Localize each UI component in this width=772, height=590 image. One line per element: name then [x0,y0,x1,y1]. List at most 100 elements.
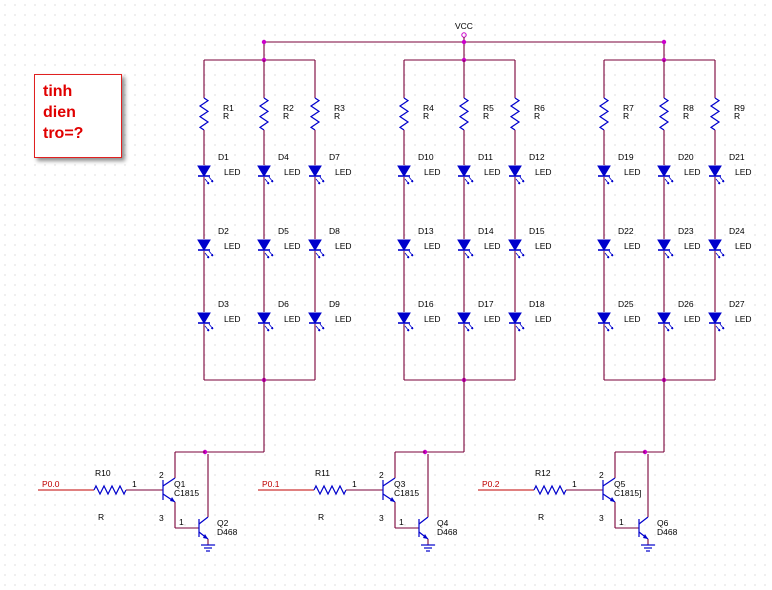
led-triangle [597,165,611,177]
resistor-value: R [534,111,540,121]
pin-number: 1 [619,517,624,527]
pin-number: 1 [352,479,357,489]
led-symbol [457,239,474,259]
transistor-part: C1815] [614,488,641,498]
led-ref: D19 [618,152,634,162]
pin-number: 3 [599,513,604,523]
led-emission-arrows [515,323,525,332]
led-value: LED [224,241,241,251]
led-ref: D15 [529,226,545,236]
led-value: LED [735,241,752,251]
led-symbol [597,165,614,185]
led-symbol [397,165,414,185]
resistor-symbol [709,97,721,131]
led-value: LED [424,314,441,324]
led-symbol [657,312,674,332]
led-emission-arrows [204,323,214,332]
led-ref: D8 [329,226,340,236]
led-triangle [197,165,211,177]
resistor-ref: R3 [334,103,345,113]
transistor-ref: Q2 [217,518,229,528]
led-ref: D18 [529,299,545,309]
led-value: LED [424,241,441,251]
base-resistor-ref: R11 [315,468,330,478]
led-emission-arrows [464,323,474,332]
led-value: LED [484,241,501,251]
resistor-symbol [309,97,321,131]
transistor-ref: Q3 [394,479,406,489]
pin-number: 1 [399,517,404,527]
led-ref: D11 [478,152,493,162]
led-value: LED [535,167,552,177]
led-ref: D21 [729,152,745,162]
base-resistor-symbol [533,484,567,496]
led-value: LED [284,314,301,324]
led-value: LED [535,241,552,251]
vcc-label: VCC [455,21,473,31]
emitter-arrow [643,534,648,539]
led-emission-arrows [315,250,325,259]
led-emission-arrows [604,323,614,332]
led-symbol [308,165,325,185]
led-emission-arrows [204,250,214,259]
led-value: LED [335,314,352,324]
input-net-label: P0.0 [42,479,60,489]
ground-symbol [421,544,435,552]
base-resistor-value: R [98,512,104,522]
led-symbol [508,239,525,259]
led-symbol [597,239,614,259]
led-emission-arrows [664,176,674,185]
resistor-value: R [623,111,629,121]
transistor-part: C1815 [174,488,199,498]
led-emission-arrows [664,250,674,259]
led-ref: D1 [218,152,229,162]
collector-lead [162,477,176,487]
transistor-ref: Q4 [437,518,449,528]
resistor-value: R [734,111,740,121]
led-emission-arrows [264,176,274,185]
resistor-value: R [683,111,689,121]
base-resistor-symbol [313,484,347,496]
led-emission-arrows [315,176,325,185]
resistor-ref: R6 [534,103,545,113]
resistor-ref: R7 [623,103,634,113]
resistor-value: R [334,111,340,121]
led-triangle [308,165,322,177]
led-symbol [257,239,274,259]
led-emission-arrows [264,323,274,332]
led-value: LED [735,314,752,324]
led-triangle [708,239,722,251]
led-triangle [597,312,611,324]
led-triangle [657,312,671,324]
led-emission-arrows [464,176,474,185]
led-value: LED [284,167,301,177]
led-ref: D27 [729,299,745,309]
pin-number: 1 [572,479,577,489]
base-resistor-value: R [318,512,324,522]
collector-lead [638,516,649,525]
led-triangle [657,165,671,177]
led-symbol [657,239,674,259]
led-value: LED [684,241,701,251]
led-triangle [197,239,211,251]
led-symbol [708,165,725,185]
transistor-part: D468 [657,527,678,537]
led-value: LED [624,167,641,177]
led-ref: D25 [618,299,634,309]
emitter-arrow [423,534,428,539]
led-value: LED [224,167,241,177]
led-symbol [708,312,725,332]
led-triangle [657,239,671,251]
resistor-value: R [223,111,229,121]
led-emission-arrows [515,176,525,185]
led-ref: D10 [418,152,434,162]
led-ref: D6 [278,299,289,309]
